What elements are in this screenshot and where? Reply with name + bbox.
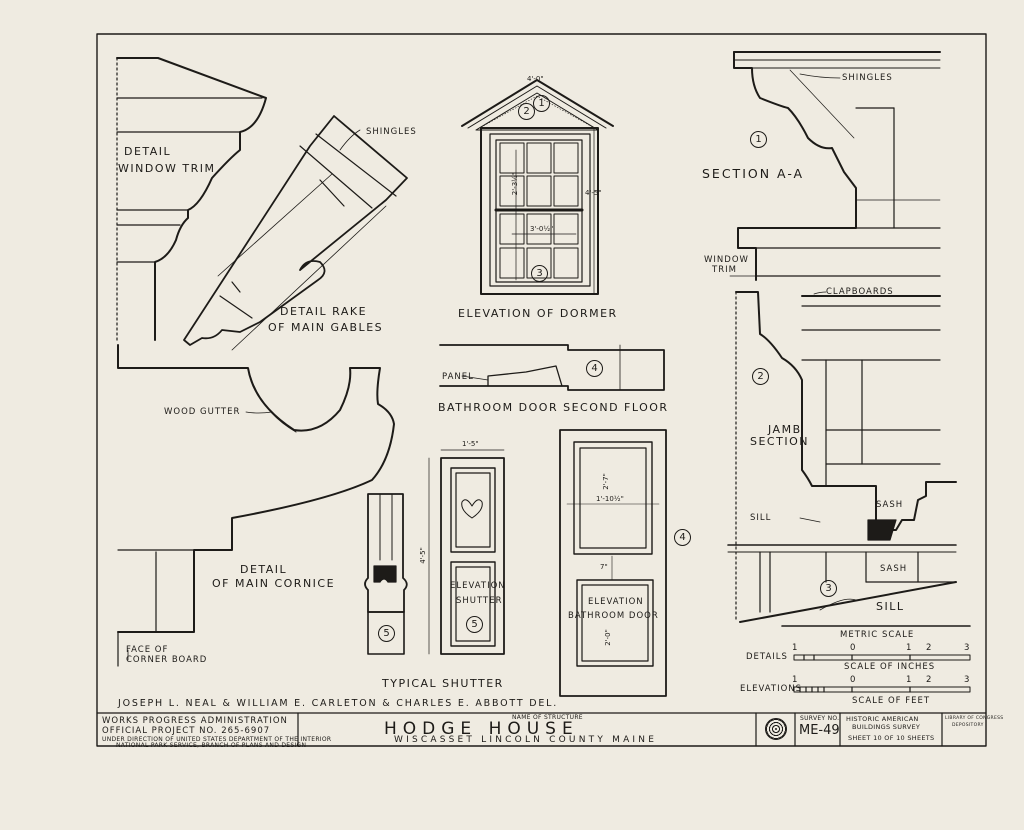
jamb-title-2: SECTION (750, 435, 809, 448)
scale-bars (781, 625, 971, 693)
scale-tick-2: 0 (850, 643, 857, 653)
clapboards-label: CLAPBOARDS (826, 287, 894, 297)
details-scale-label: DETAILS (746, 652, 788, 662)
sill-left-label: SILL (750, 513, 772, 523)
cornice-title-2: OF MAIN CORNICE (212, 577, 336, 590)
corner-board-label-2: CORNER BOARD (126, 655, 208, 665)
wpa-agency-label: WORKS PROGRESS ADMINISTRATION (102, 716, 288, 726)
bathroom-door-section (439, 344, 665, 391)
leader-lines (127, 73, 857, 661)
survey-number-label: SURVEY NO. (800, 715, 840, 722)
scale-tick-9: 2 (926, 675, 933, 685)
jamb-section (727, 291, 957, 623)
marker-4-bathroom-section: 4 (586, 360, 603, 377)
metric-scale-label: METRIC SCALE (840, 630, 915, 640)
marker-2-dormer: 2 (518, 103, 535, 120)
habs-label-1: HISTORIC AMERICAN (846, 715, 919, 723)
door-dim-2: 2'-7" (601, 473, 610, 490)
dormer-dim-3: 4'-5" (585, 189, 602, 197)
structure-location: WISCASSET LINCOLN COUNTY MAINE (394, 735, 658, 745)
dormer-dim-4: 3'-0½" (530, 225, 554, 233)
survey-number: ME-49 (799, 723, 840, 738)
cornice-title-1: DETAIL (240, 563, 288, 576)
corner-board-label-1: FACE OF (126, 645, 169, 655)
dormer-elevation (461, 79, 614, 295)
scale-tick-5: 3 (964, 643, 971, 653)
marker-1-section-aa: 1 (750, 131, 767, 148)
window-trim-label-1: DETAIL (124, 145, 172, 158)
marker-2-jamb: 2 (752, 368, 769, 385)
shutter-elevation (428, 449, 505, 655)
rake-title-1: DETAIL RAKE (280, 305, 368, 318)
main-cornice-detail (117, 344, 395, 667)
shutter-dim-1: 1'-5" (462, 440, 479, 448)
official-project-label: OFFICIAL PROJECT NO. 265-6907 (102, 726, 271, 736)
delineator-credits: JOSEPH L. NEAL & WILLIAM E. CARLETON & C… (118, 698, 559, 709)
section-aa-window-trim-1: WINDOW (704, 255, 749, 265)
window-trim-detail (116, 57, 267, 341)
door-dim-4: 7" (600, 563, 608, 571)
park-service-label: NATIONAL PARK SERVICE, BRANCH OF PLANS A… (116, 742, 307, 749)
dormer-dim-1: 4'-0" (527, 75, 544, 83)
door-elevation (559, 429, 667, 697)
marker-3-sill: 3 (820, 580, 837, 597)
rake-detail (183, 115, 408, 351)
scale-tick-10: 3 (964, 675, 971, 685)
marker-3-dormer: 3 (531, 265, 548, 282)
scale-tick-8: 1 (906, 675, 913, 685)
door-elev-label-2: BATHROOM DOOR (568, 611, 659, 621)
marker-4-door: 4 (674, 529, 691, 546)
dormer-title: ELEVATION OF DORMER (458, 307, 618, 320)
rake-shingles-label: SHINGLES (366, 127, 417, 137)
wood-gutter-label: WOOD GUTTER (164, 407, 241, 417)
bathroom-door-panel-label: PANEL (442, 372, 474, 382)
rake-title-2: OF MAIN GABLES (268, 321, 384, 334)
sheet-border (96, 33, 987, 747)
scale-tick-7: 0 (850, 675, 857, 685)
library-label-2: DEPOSITORY (952, 723, 984, 728)
door-dim-1: 1'-10½" (596, 495, 624, 503)
sill-label: SILL (876, 600, 905, 613)
marker-1-dormer: 1 (533, 95, 550, 112)
sash-label-1: SASH (876, 500, 904, 510)
scale-tick-1: 1 (792, 643, 799, 653)
scale-tick-3: 1 (906, 643, 913, 653)
marker-5-shutter-section: 5 (378, 625, 395, 642)
interior-dept-label: UNDER DIRECTION OF UNITED STATES DEPARTM… (102, 736, 332, 743)
section-aa-shingles-label: SHINGLES (842, 73, 893, 83)
marker-5-shutter-elev: 5 (466, 616, 483, 633)
dormer-dim-2: 2'-3½" (511, 171, 520, 196)
sash-label-2: SASH (880, 564, 908, 574)
structure-name-label: NAME OF STRUCTURE (512, 714, 583, 721)
elevations-scale-label: ELEVATIONS (740, 684, 803, 694)
shutter-section (364, 493, 408, 655)
section-aa-title: SECTION A-A (702, 166, 805, 181)
section-aa-window-trim-2: TRIM (712, 265, 737, 275)
habs-label-2: BUILDINGS SURVEY (852, 723, 921, 731)
section-a-a (733, 51, 941, 281)
sheet-number: SHEET 10 OF 10 SHEETS (848, 734, 935, 742)
shutter-elev-label-1: ELEVATION (450, 581, 506, 591)
structure-name: HODGE HOUSE (384, 719, 579, 739)
bathroom-door-section-title: BATHROOM DOOR SECOND FLOOR (438, 401, 669, 414)
door-elev-label-1: ELEVATION (588, 597, 644, 607)
shutter-elev-label-2: SHUTTER (456, 596, 503, 606)
jamb-title-1: JAMB (768, 423, 802, 436)
scale-inches-label: SCALE OF INCHES (844, 662, 936, 672)
shutter-title: TYPICAL SHUTTER (382, 677, 504, 690)
shutter-dim-2: 4'-5" (418, 547, 427, 564)
library-label-1: LIBRARY OF CONGRESS (945, 716, 1004, 721)
scale-tick-4: 2 (926, 643, 933, 653)
door-dim-3: 2'-0" (603, 629, 612, 646)
scale-feet-label: SCALE OF FEET (852, 696, 931, 706)
habs-seal-icon (765, 718, 787, 740)
window-trim-label-2: WINDOW TRIM (118, 162, 216, 175)
scale-tick-6: 1 (792, 675, 799, 685)
